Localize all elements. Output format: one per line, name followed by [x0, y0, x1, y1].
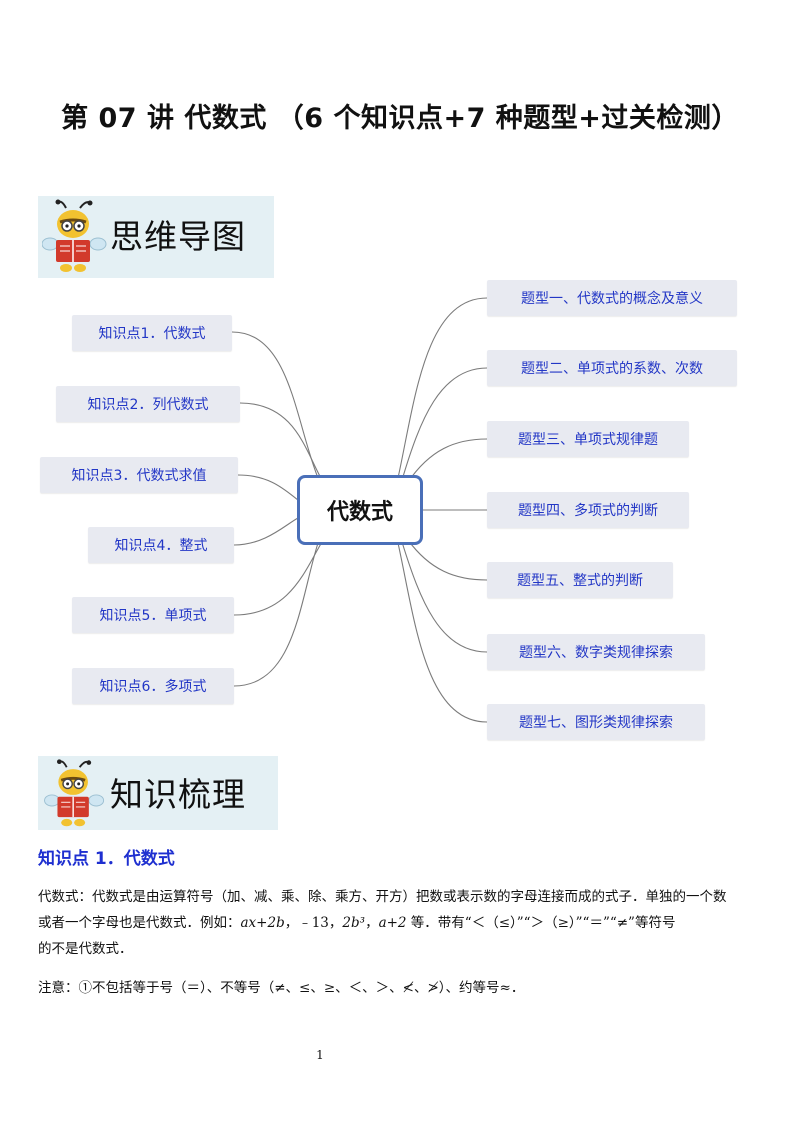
mindmap-node-knowledge-5: 知识点5．单项式	[72, 597, 234, 633]
mindmap-node-type-4: 题型四、多项式的判断	[487, 492, 689, 528]
mindmap-node-knowledge-4: 知识点4．整式	[88, 527, 234, 563]
definition-line-1: 代数式：代数式是由运算符号（加、减、乘、除、乘方、开方）把数或表示数的字母连接而…	[38, 889, 727, 905]
mindmap-node-knowledge-2: 知识点2．列代数式	[56, 386, 240, 422]
mindmap-node-type-5: 题型五、整式的判断	[487, 562, 673, 598]
bee-reading-icon	[44, 759, 105, 827]
mindmap-node-type-3: 题型三、单项式规律题	[487, 421, 689, 457]
separator: ，﹣13，	[284, 915, 343, 931]
page-number: 1	[316, 1048, 324, 1062]
mindmap-banner-label: 思维导图	[110, 217, 246, 256]
definition-text: 等．带有“＜（≤）”“＞（≥）”“＝”“≠”等符号	[406, 915, 676, 931]
example-expression: a+2	[378, 915, 407, 931]
note-paragraph: 注意：①不包括等于号（＝）、不等号（≠、≤、≥、＜、＞、≮、≯）、约等号≈．	[38, 980, 525, 996]
definition-line-3: 的不是代数式．	[38, 941, 133, 957]
mindmap-center-node: 代数式	[297, 475, 423, 545]
example-expression: 2b³	[342, 915, 366, 931]
mindmap-node-knowledge-3: 知识点3．代数式求值	[40, 457, 238, 493]
knowledge-banner: 知识梳理	[38, 756, 278, 830]
mindmap-node-type-1: 题型一、代数式的概念及意义	[487, 280, 737, 316]
definition-text: 或者一个字母也是代数式．例如：	[38, 915, 241, 931]
example-expression: ax+2b	[240, 915, 285, 931]
bee-reading-icon	[42, 199, 107, 272]
mindmap-node-type-2: 题型二、单项式的系数、次数	[487, 350, 737, 386]
mindmap-node-knowledge-6: 知识点6．多项式	[72, 668, 234, 704]
knowledge-banner-label: 知识梳理	[110, 775, 246, 814]
section-heading: 知识点 1．代数式	[38, 849, 175, 869]
page-title: 第 07 讲 代数式 （6 个知识点+7 种题型+过关检测）	[61, 103, 739, 134]
separator: ，	[365, 915, 379, 931]
mindmap-node-type-7: 题型七、图形类规律探索	[487, 704, 705, 740]
mindmap-banner: 思维导图	[38, 196, 274, 278]
mindmap-node-type-6: 题型六、数字类规律探索	[487, 634, 705, 670]
mindmap-node-knowledge-1: 知识点1．代数式	[72, 315, 232, 351]
definition-paragraph: 代数式：代数式是由运算符号（加、减、乘、除、乘方、开方）把数或表示数的字母连接而…	[38, 884, 764, 962]
definition-line-2: 或者一个字母也是代数式．例如：ax+2b，﹣13，2b³，a+2 等．带有“＜（…	[38, 910, 764, 936]
